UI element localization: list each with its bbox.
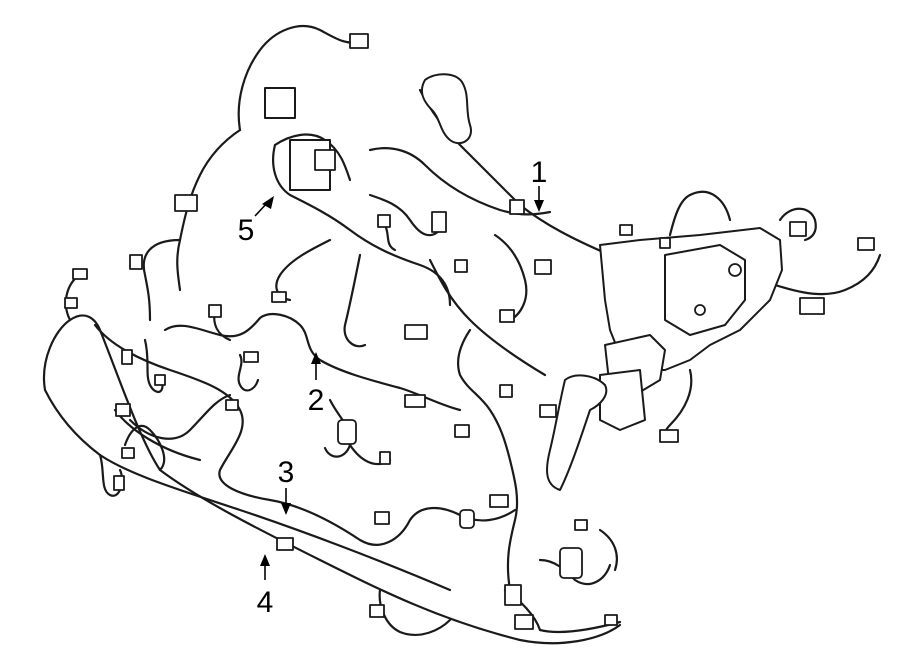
connector (659, 429, 679, 443)
connector (154, 374, 166, 386)
harness-grommet (546, 374, 608, 491)
connector (559, 547, 583, 579)
connector (174, 194, 198, 212)
connector (276, 537, 294, 551)
relay-block (264, 87, 296, 119)
connector (789, 221, 807, 237)
callout-5: 5 (238, 196, 274, 247)
callout-label-4: 4 (257, 586, 274, 619)
connector (72, 268, 88, 280)
hook-bracket (421, 73, 472, 145)
mounting-hole (694, 304, 706, 316)
connector (509, 199, 525, 215)
connector (454, 424, 470, 438)
connector (225, 399, 239, 411)
callout-label-1: 1 (531, 156, 548, 189)
callout-label-2: 2 (308, 384, 325, 417)
harness-engine (163, 304, 462, 466)
connector (459, 509, 475, 529)
connector (374, 511, 390, 525)
connector (349, 33, 369, 49)
connector (574, 519, 588, 531)
mounting-hole (728, 263, 742, 277)
connector (379, 451, 391, 465)
callout-1: 1 (531, 156, 548, 212)
connector (113, 475, 125, 491)
connector (243, 351, 259, 363)
connector (619, 224, 633, 236)
connector (314, 149, 336, 171)
junction-block (599, 369, 646, 431)
callout-4: 4 (257, 554, 274, 619)
connector (271, 291, 287, 303)
connector (604, 614, 618, 626)
connector (337, 419, 357, 445)
bracket-plate (664, 244, 746, 336)
connector (129, 254, 143, 270)
harness-main (368, 73, 882, 634)
connector (64, 297, 78, 309)
connector (534, 259, 552, 275)
connector (121, 349, 133, 365)
connector (404, 394, 426, 408)
callout-3: 3 (278, 456, 295, 515)
callout-2: 2 (308, 352, 325, 417)
connector (377, 214, 391, 228)
connector (514, 614, 534, 630)
connector (208, 304, 222, 318)
connector (369, 604, 385, 618)
callout-label-5: 5 (238, 214, 255, 247)
connector (499, 384, 513, 398)
connector (539, 404, 557, 418)
connector (454, 259, 468, 273)
connector (857, 237, 875, 251)
connector (404, 324, 428, 340)
harness-bumper (42, 268, 622, 645)
harness-upper (129, 25, 452, 348)
connector (799, 297, 825, 315)
harness-front-lower (93, 323, 517, 546)
connector (115, 403, 131, 417)
connector (489, 494, 509, 508)
connector (499, 309, 515, 323)
connector (431, 211, 447, 233)
connector (121, 447, 135, 459)
callout-label-3: 3 (278, 456, 295, 489)
connector (659, 237, 671, 249)
connector (504, 584, 522, 606)
